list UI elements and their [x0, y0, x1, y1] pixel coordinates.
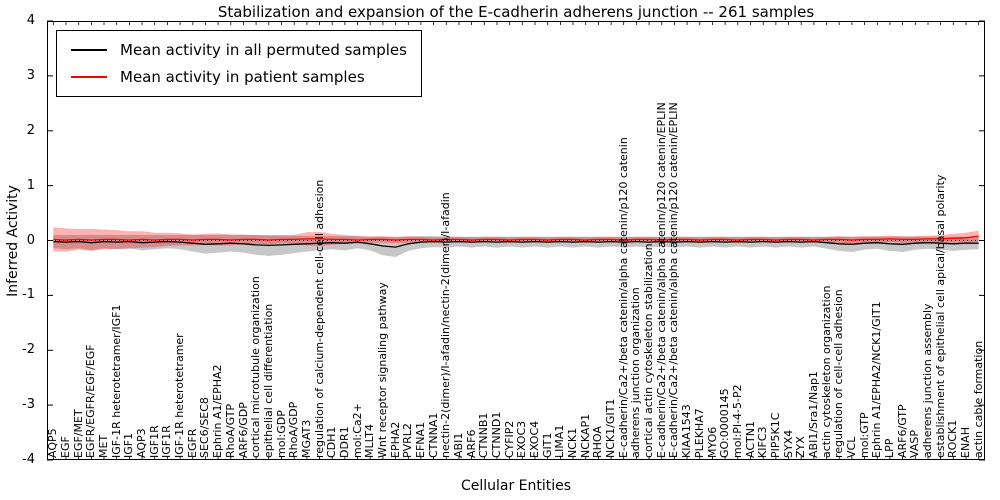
y-tick-label: 1	[26, 178, 35, 193]
legend-item-patient: Mean activity in patient samples	[71, 68, 407, 86]
y-axis-tick-labels: -4 -3 -2 -1 0 1 2 3 4	[0, 13, 41, 467]
black-line-sample-icon	[71, 49, 107, 51]
y-tick-label: -3	[22, 397, 35, 412]
x-axis-label: Cellular Entities	[460, 478, 572, 494]
legend-label-permuted: Mean activity in all permuted samples	[120, 41, 407, 59]
red-line-sample-icon	[71, 76, 107, 78]
chart-canvas	[47, 20, 985, 461]
legend-label-patient: Mean activity in patient samples	[120, 68, 365, 86]
chart-title: Stabilization and expansion of the E-cad…	[217, 3, 815, 21]
legend: Mean activity in all permuted samples Me…	[56, 30, 422, 97]
y-tick-label: 3	[26, 68, 35, 83]
y-tick-label: 0	[26, 233, 35, 248]
legend-item-permuted: Mean activity in all permuted samples	[71, 41, 407, 59]
y-tick-label: -2	[22, 342, 35, 357]
y-tick-label: 2	[26, 123, 35, 138]
y-tick-label: -4	[22, 452, 35, 467]
y-tick-label: -1	[22, 287, 35, 302]
y-tick-label: 4	[26, 13, 35, 28]
